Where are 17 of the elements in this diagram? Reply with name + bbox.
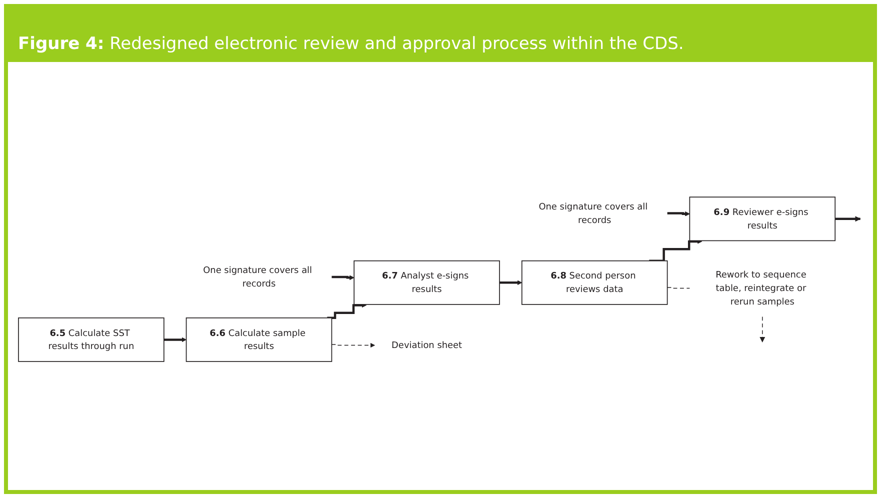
arrow xyxy=(835,216,861,222)
arrow xyxy=(332,274,354,280)
dashed-arrow xyxy=(331,342,375,348)
figure-title: Figure 4: Redesigned electronic review and approval process within the CDS. xyxy=(8,8,873,62)
node-text: One signature covers all records xyxy=(203,264,312,288)
node-box: 6.7 Analyst e-signs results xyxy=(354,260,500,304)
node-text: Rework to sequence table, reintegrate or rerun samples xyxy=(716,268,806,306)
arrow xyxy=(164,336,186,342)
node-text: Deviation sheet xyxy=(392,339,462,350)
arrow xyxy=(500,280,522,285)
dashed-arrow xyxy=(760,316,766,342)
node-box: 6.6 Calculate sample results xyxy=(186,316,332,362)
node-box: 6.9 Reviewer e-signs results xyxy=(689,196,836,241)
arrow xyxy=(667,210,690,216)
node-box: 6.8 Second person reviews data xyxy=(521,260,668,304)
node-box: 6.5 Calculate SST results through run xyxy=(18,316,164,362)
node-text: One signature covers all records xyxy=(538,200,648,225)
